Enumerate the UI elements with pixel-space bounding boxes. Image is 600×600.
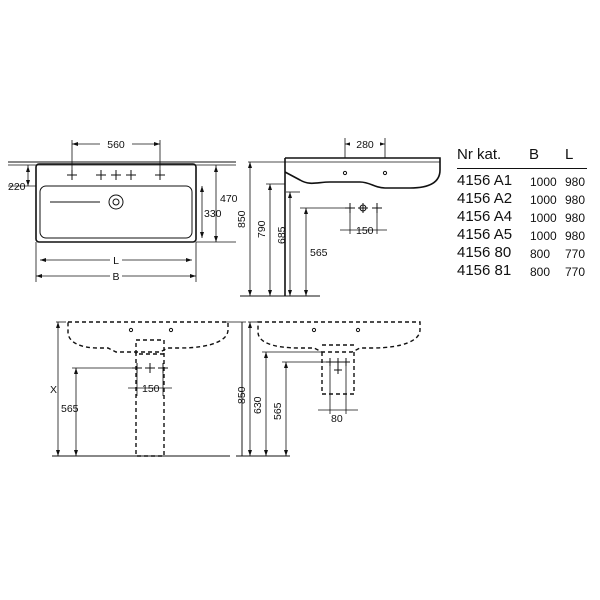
table-row: 4156 A2 1000 980 (457, 190, 587, 208)
cell-nr: 4156 A1 (457, 172, 513, 189)
cell-l: 980 (565, 229, 586, 243)
cell-l: 770 (565, 265, 586, 279)
cell-l: 980 (565, 211, 586, 225)
pedestal-supply-icons (132, 363, 168, 373)
cell-b: 1000 (530, 211, 557, 225)
header-nr-kat: Nr kat. (457, 146, 502, 163)
cell-b: 1000 (530, 229, 557, 243)
dim-560: 560 (107, 139, 125, 151)
header-b: B (529, 146, 540, 163)
dim-L: L (113, 255, 119, 267)
cell-l: 980 (565, 175, 586, 189)
cell-nr: 4156 81 (457, 262, 512, 279)
dim-565-side: 565 (310, 247, 328, 259)
tap-hole-icons (67, 170, 165, 180)
dim-850-pedestal: 850 (236, 386, 248, 404)
front-pedestal-view: X 565 150 (50, 321, 246, 457)
cell-b: 800 (530, 247, 551, 261)
table-row: 4156 80 800 770 (457, 244, 587, 262)
dim-790-side: 790 (256, 220, 268, 238)
side-pedestal-supply-icons (326, 358, 350, 374)
table-row: 4156 A1 1000 980 (457, 172, 587, 190)
header-l: L (565, 146, 574, 163)
cell-nr: 4156 A5 (457, 226, 513, 243)
side-pedestal-view: 850 630 565 80 (236, 321, 421, 457)
table-row: 4156 81 800 770 (457, 262, 587, 280)
dim-565-front: 565 (61, 403, 79, 415)
cell-nr: 4156 80 (457, 244, 512, 261)
dim-150-side: 150 (356, 225, 374, 237)
supply-connection-icons (345, 203, 382, 213)
spec-table: Nr kat. B L 4156 A1 1000 980 4156 A2 100… (457, 146, 587, 280)
cell-l: 770 (565, 247, 586, 261)
table-row: 4156 A4 1000 980 (457, 208, 587, 226)
dim-x: X (50, 384, 57, 396)
dim-220: 220 (8, 181, 26, 193)
table-row: 4156 A5 1000 980 (457, 226, 587, 244)
cell-b: 1000 (530, 175, 557, 189)
top-view: 560 220 470 330 L B (8, 138, 238, 283)
dim-B: B (112, 271, 119, 283)
cell-nr: 4156 A4 (457, 208, 513, 225)
dim-685-side: 685 (276, 226, 288, 244)
dim-330: 330 (204, 208, 222, 220)
dim-470: 470 (220, 193, 238, 205)
cell-l: 980 (565, 193, 586, 207)
cell-nr: 4156 A2 (457, 190, 513, 207)
dim-280: 280 (356, 139, 374, 151)
dim-80-pedestal: 80 (331, 413, 343, 425)
cell-b: 800 (530, 265, 551, 279)
dim-850-side: 850 (236, 210, 248, 228)
dim-630-pedestal: 630 (252, 396, 264, 414)
cell-b: 1000 (530, 193, 557, 207)
dim-150-front: 150 (142, 383, 160, 395)
side-view: 280 850 790 685 565 150 (236, 138, 441, 297)
dim-565-pedestal: 565 (272, 402, 284, 420)
spec-table-header: Nr kat. B L (457, 146, 587, 169)
